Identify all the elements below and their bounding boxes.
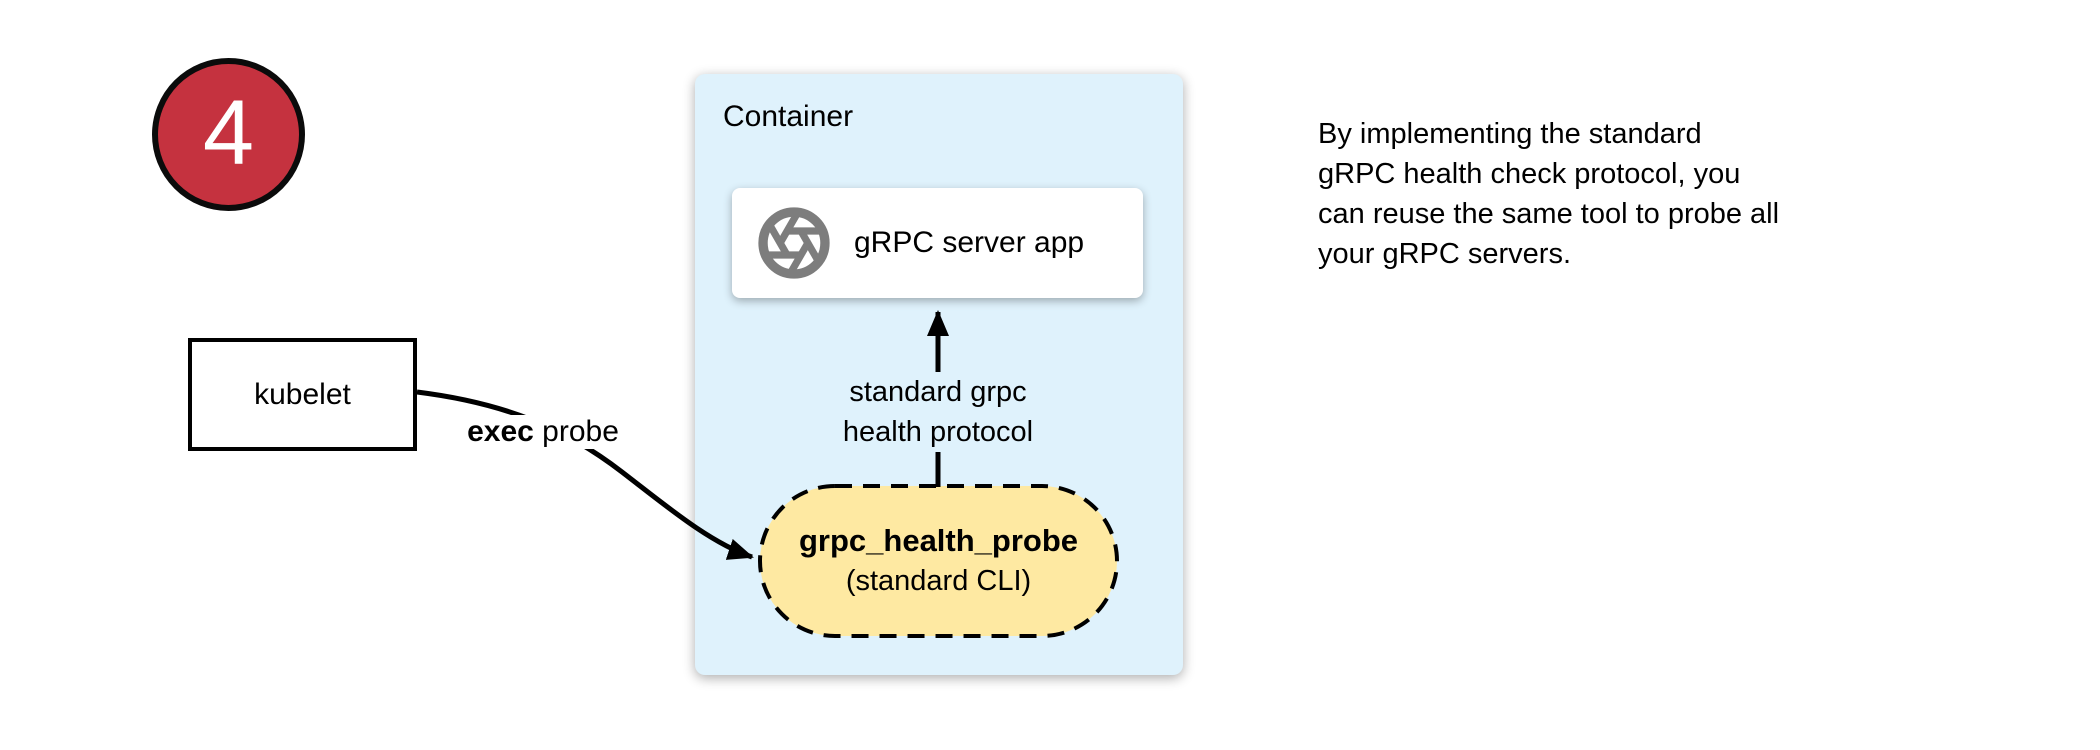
exec-probe-label: exec probe [459, 415, 627, 449]
grpc-health-probe-title: grpc_health_probe [798, 523, 1079, 558]
grpc-server-app-node: gRPC server app [732, 188, 1143, 298]
step-number: 4 [202, 81, 255, 184]
grpc-health-probe-subtitle: (standard CLI) [845, 565, 1032, 597]
step-number-badge: 4 [152, 58, 305, 211]
health-protocol-label: standard grpc health protocol [832, 372, 1044, 452]
caption-line: your gRPC servers. [1318, 238, 1572, 270]
grpc-server-app-label: gRPC server app [854, 226, 1085, 259]
caption-line: can reuse the same tool to probe all [1318, 198, 1780, 230]
container-title: Container [723, 100, 854, 133]
caption-line: By implementing the standard [1318, 118, 1702, 150]
caption-text: By implementing the standard gRPC health… [1318, 114, 1898, 274]
exec-probe-label-bold: exec [467, 415, 534, 448]
caption-line: gRPC health check protocol, you [1318, 158, 1741, 190]
kubelet-label: kubelet [254, 377, 351, 411]
exec-probe-label-rest: probe [533, 415, 619, 448]
grpc-health-probe-node: grpc_health_probe (standard CLI) [760, 486, 1117, 636]
kubelet-node: kubelet [188, 338, 417, 451]
health-protocol-label-line2: health protocol [842, 416, 1034, 448]
health-protocol-label-line1: standard grpc [849, 376, 1027, 408]
aperture-icon [758, 207, 830, 279]
